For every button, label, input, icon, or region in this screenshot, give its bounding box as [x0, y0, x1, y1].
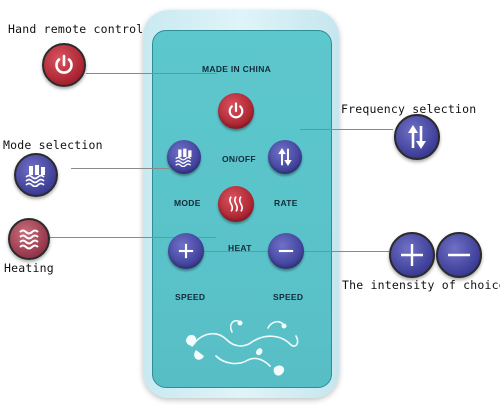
- speed-left-label: SPEED: [175, 292, 206, 302]
- callout-heating-label: Heating: [4, 261, 54, 275]
- mode-waves-icon: [175, 148, 192, 167]
- callout-plus-icon: [389, 232, 435, 278]
- mode-label: MODE: [174, 198, 201, 208]
- mode-button[interactable]: [167, 140, 201, 174]
- callout-rate-icon: [394, 114, 440, 160]
- callout-hand-remote-label: Hand remote control: [8, 22, 144, 36]
- callout-heat-icon: [8, 218, 50, 260]
- made-in-china-label: MADE IN CHINA: [202, 64, 272, 74]
- leader-line-rate: [300, 129, 393, 130]
- callout-power-icon: [42, 43, 86, 87]
- floral-ornament-icon: [186, 319, 299, 376]
- heat-waves-icon: [229, 196, 243, 212]
- heat-label: HEAT: [228, 243, 252, 253]
- speed-right-label: SPEED: [273, 292, 304, 302]
- callout-intensity-label: The intensity of choice: [342, 278, 500, 292]
- callout-mode-label: Mode selection: [3, 138, 103, 152]
- rate-button[interactable]: [268, 140, 302, 174]
- onoff-button[interactable]: [218, 93, 254, 129]
- speed-plus-button[interactable]: [168, 233, 204, 269]
- callout-frequency-label: Frequency selection: [341, 102, 477, 116]
- rate-label: RATE: [274, 198, 298, 208]
- heat-button[interactable]: [218, 186, 254, 222]
- speed-minus-button[interactable]: [268, 233, 304, 269]
- power-icon: [228, 102, 244, 119]
- leader-line-mode: [71, 168, 169, 169]
- callout-minus-icon: [436, 232, 482, 278]
- up-down-arrows-icon: [278, 148, 292, 166]
- leader-line-heat: [44, 237, 216, 238]
- leader-line-power: [86, 73, 217, 74]
- callout-mode-icon: [14, 153, 58, 197]
- onoff-label: ON/OFF: [222, 154, 256, 164]
- plus-icon: [178, 243, 194, 259]
- minus-icon: [278, 249, 294, 253]
